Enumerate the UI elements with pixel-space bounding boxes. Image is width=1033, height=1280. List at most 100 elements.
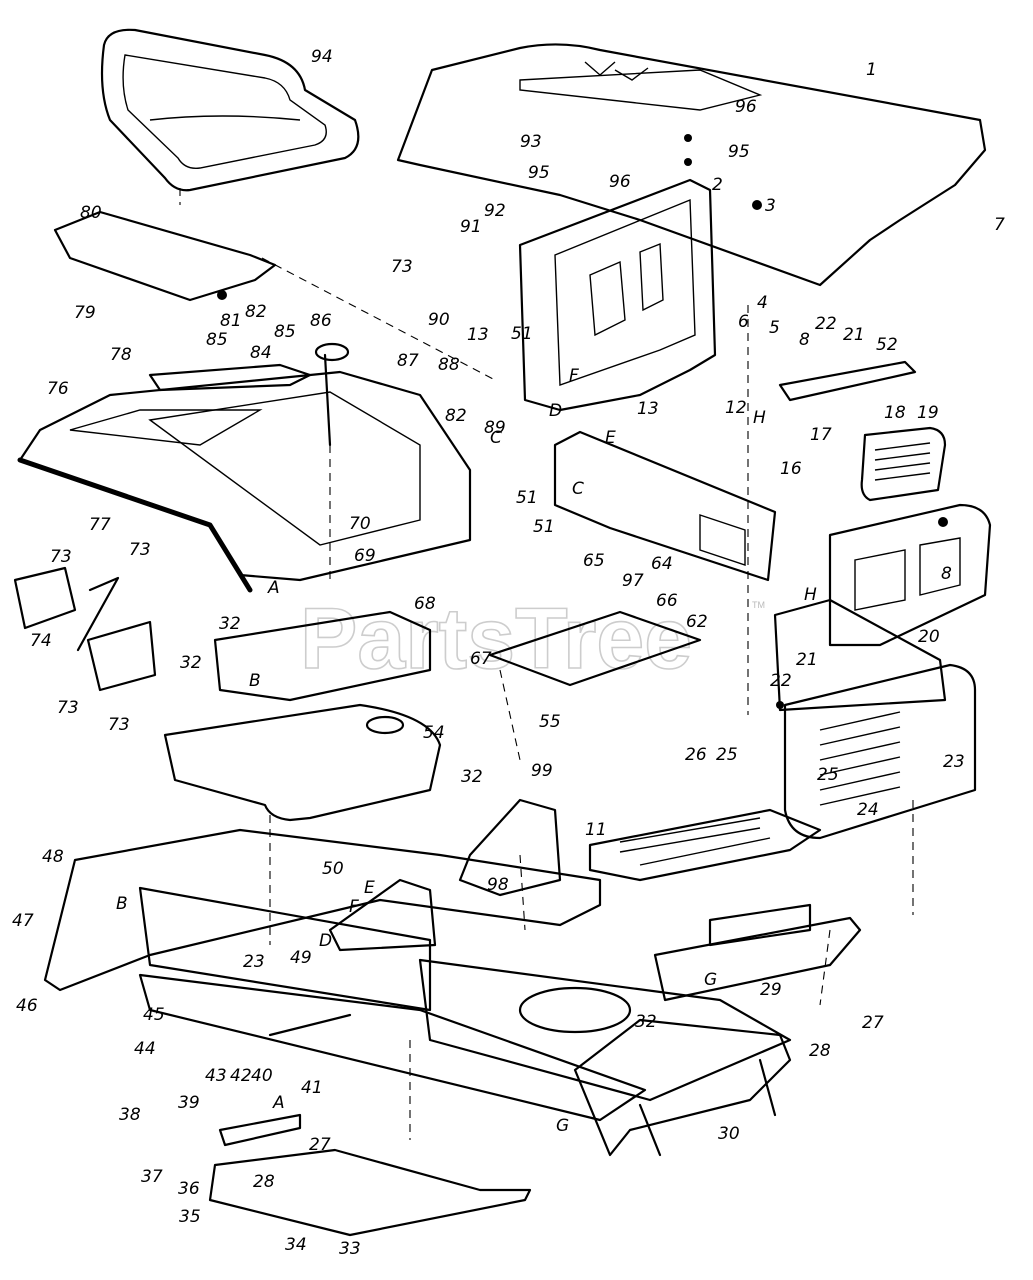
frame-bottom bbox=[138, 973, 647, 1122]
callout-labels: 1 2 3 4 5 6 7 8 8 11 12 13 13 16 17 18 1… bbox=[12, 47, 1005, 1259]
rod bbox=[268, 1013, 352, 1037]
callout-77: 77 bbox=[89, 515, 111, 535]
callout-81: 81 bbox=[220, 311, 242, 331]
callout-41: 41 bbox=[301, 1078, 323, 1098]
callout-89: 89 bbox=[484, 418, 506, 438]
callout-98: 98 bbox=[487, 875, 509, 895]
callout-12: 12 bbox=[725, 398, 747, 418]
ref-letter-a: A bbox=[267, 578, 280, 598]
ref-letter-g: G bbox=[704, 970, 717, 990]
fender bbox=[18, 370, 472, 582]
callout-16: 16 bbox=[780, 459, 802, 479]
callout-13: 13 bbox=[467, 325, 489, 345]
callout-87: 87 bbox=[397, 351, 419, 371]
control-panel bbox=[13, 566, 77, 630]
callout-86: 86 bbox=[310, 311, 332, 331]
callout-70: 70 bbox=[349, 514, 371, 534]
callout-32b: 32 bbox=[180, 653, 202, 673]
callout-25: 25 bbox=[716, 745, 738, 765]
callout-35: 35 bbox=[179, 1207, 201, 1227]
callout-50: 50 bbox=[322, 859, 344, 879]
callout-74: 74 bbox=[30, 631, 52, 651]
foot-plate-bar bbox=[218, 1113, 302, 1147]
ref-letter-d2: D bbox=[319, 931, 332, 951]
ref-letter-h2: H bbox=[804, 585, 817, 605]
callout-32d: 32 bbox=[635, 1012, 657, 1032]
callout-37: 37 bbox=[141, 1167, 163, 1187]
callout-51b: 51 bbox=[516, 488, 538, 508]
callout-73e: 73 bbox=[108, 715, 130, 735]
callout-51c: 51 bbox=[533, 517, 555, 537]
ref-letter-g2: G bbox=[556, 1116, 569, 1136]
ref-letter-b2: B bbox=[116, 894, 128, 914]
callout-34: 34 bbox=[285, 1235, 307, 1255]
callout-97: 97 bbox=[622, 571, 644, 591]
callout-82b: 82 bbox=[445, 406, 467, 426]
ref-letter-f2: F bbox=[349, 897, 359, 917]
floor-plate bbox=[488, 610, 702, 687]
callout-40: 40 bbox=[251, 1066, 273, 1086]
callout-95: 95 bbox=[728, 142, 750, 162]
fuel-tank bbox=[163, 703, 442, 822]
callout-7: 7 bbox=[994, 215, 1005, 235]
center-bracket bbox=[458, 798, 562, 897]
ref-letter-d: D bbox=[549, 401, 562, 421]
foot-plate bbox=[208, 1148, 532, 1237]
callout-42: 42 bbox=[230, 1066, 252, 1086]
callout-78: 78 bbox=[110, 345, 132, 365]
nose-upper bbox=[828, 503, 992, 647]
callout-28: 28 bbox=[809, 1041, 831, 1061]
bracket bbox=[778, 360, 917, 402]
callout-11: 11 bbox=[585, 820, 607, 840]
callout-69: 69 bbox=[354, 546, 376, 566]
axle-support bbox=[653, 916, 862, 1002]
callout-25b: 25 bbox=[817, 765, 839, 785]
callout-96b: 96 bbox=[609, 172, 631, 192]
front-frame bbox=[573, 1018, 792, 1157]
callout-29: 29 bbox=[760, 980, 782, 1000]
callout-85b: 85 bbox=[274, 322, 296, 342]
callout-94: 94 bbox=[311, 47, 333, 67]
callout-32: 32 bbox=[219, 614, 241, 634]
ref-letter-b: B bbox=[249, 671, 261, 691]
callout-93: 93 bbox=[520, 132, 542, 152]
callout-17: 17 bbox=[810, 425, 832, 445]
callout-73c: 73 bbox=[129, 540, 151, 560]
seat-bracket bbox=[53, 210, 277, 302]
ref-letter-e2: E bbox=[364, 878, 375, 898]
callout-91: 91 bbox=[460, 217, 482, 237]
callout-66: 66 bbox=[656, 591, 678, 611]
callout-46: 46 bbox=[16, 996, 38, 1016]
callout-13b: 13 bbox=[637, 399, 659, 419]
floor-pan bbox=[588, 808, 822, 882]
ref-letter-h: H bbox=[753, 408, 766, 428]
dash-panel bbox=[518, 178, 717, 412]
main-frame bbox=[43, 828, 602, 992]
shift-knob bbox=[314, 342, 350, 362]
part-outlines bbox=[13, 28, 992, 1237]
seat bbox=[100, 28, 360, 192]
callout-96: 96 bbox=[735, 97, 757, 117]
callout-19: 19 bbox=[917, 403, 939, 423]
callout-1: 1 bbox=[866, 60, 877, 80]
callout-64: 64 bbox=[651, 554, 673, 574]
ref-letter-c: C bbox=[490, 428, 502, 448]
callout-33: 33 bbox=[339, 1239, 361, 1259]
callout-21b: 21 bbox=[796, 650, 818, 670]
callout-47: 47 bbox=[12, 911, 34, 931]
ref-letter-a2: A bbox=[272, 1093, 285, 1113]
callout-23b: 23 bbox=[243, 952, 265, 972]
tank-bracket bbox=[213, 610, 432, 702]
callout-26: 26 bbox=[685, 745, 707, 765]
callout-48: 48 bbox=[42, 847, 64, 867]
callout-99: 99 bbox=[531, 761, 553, 781]
callout-88: 88 bbox=[438, 355, 460, 375]
reference-letters: A A B B C C D D E E F F G G H H bbox=[116, 366, 817, 1136]
side-panel bbox=[553, 430, 777, 582]
callout-28b: 28 bbox=[253, 1172, 275, 1192]
callout-5: 5 bbox=[769, 318, 780, 338]
callout-6: 6 bbox=[738, 312, 749, 332]
callout-43: 43 bbox=[205, 1066, 227, 1086]
